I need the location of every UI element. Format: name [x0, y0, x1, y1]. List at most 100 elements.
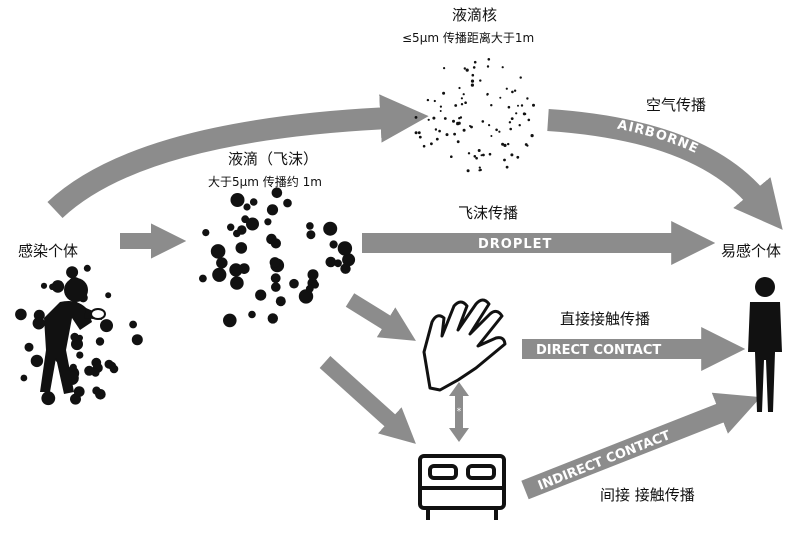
cloud-particle	[32, 317, 45, 330]
cloud-particle	[524, 112, 527, 116]
cloud-particle	[334, 259, 342, 268]
cloud-particle	[433, 99, 436, 103]
cloud-particle	[515, 112, 518, 115]
cloud-particle	[450, 155, 453, 158]
cloud-particle	[20, 374, 28, 382]
cloud-particle	[216, 257, 228, 269]
susceptible-person-icon	[748, 277, 782, 412]
cloud-particle	[480, 154, 483, 157]
cloud-particle	[255, 289, 267, 301]
cloud-particle	[289, 278, 299, 289]
cloud-particle	[453, 132, 456, 136]
cloud-particle	[109, 364, 119, 374]
cloud-particle	[230, 193, 245, 207]
cloud-particle	[495, 128, 498, 132]
cloud-particle	[527, 118, 531, 122]
label-indirect-en: INDIRECT CONTACT	[536, 428, 673, 494]
target-label: 易感个体	[721, 242, 782, 260]
cloud-particle	[438, 129, 441, 133]
cloud-particle	[457, 121, 461, 125]
cloud-particle	[465, 68, 469, 72]
cloud-particle	[235, 242, 248, 254]
cloud-particle	[482, 153, 485, 157]
cloud-particle	[223, 313, 237, 328]
cloud-particle	[30, 354, 44, 368]
cloud-particle	[24, 342, 34, 352]
nuclei-cloud-icon	[414, 58, 535, 173]
cloud-particle	[439, 105, 442, 108]
cloud-particle	[464, 101, 467, 104]
cloud-particle	[51, 280, 65, 293]
cloud-particle	[227, 223, 235, 231]
cloud-particle	[478, 166, 481, 169]
cloud-particle	[463, 67, 466, 70]
cloud-particle	[311, 281, 320, 289]
cloud-particle	[487, 58, 491, 61]
cloud-particle	[76, 351, 84, 359]
cloud-particle	[479, 168, 482, 172]
cloud-particle	[92, 386, 101, 395]
arrow-indirect-contact	[521, 392, 761, 500]
cloud-particle	[41, 391, 56, 406]
droplet-subtitle: 大于5μm 传播约 1m	[208, 175, 322, 189]
arrow-source-to-nuclei	[47, 94, 429, 219]
cloud-particle	[298, 289, 314, 304]
cloud-particle	[210, 244, 226, 259]
cloud-particle	[486, 92, 489, 96]
bed-icon	[418, 454, 506, 520]
cloud-particle	[442, 91, 446, 95]
label-direct-en: DIRECT CONTACT	[536, 343, 661, 358]
cloud-particle	[337, 241, 353, 256]
svg-text:*: *	[457, 407, 462, 417]
cloud-particle	[470, 83, 474, 87]
cloud-particle	[131, 334, 143, 346]
cloud-particle	[243, 203, 251, 211]
cloud-particle	[472, 66, 476, 69]
cloud-particle	[418, 135, 422, 139]
cloud-particle	[202, 229, 210, 237]
cloud-particle	[510, 153, 514, 157]
cloud-particle	[66, 266, 79, 279]
label-direct-cn: 直接接触传播	[560, 310, 651, 328]
cloud-particle	[509, 127, 512, 131]
cloud-particle	[516, 155, 520, 159]
cloud-particle	[473, 155, 477, 158]
cloud-particle	[488, 152, 492, 156]
cloud-particle	[466, 169, 470, 173]
cloud-particle	[513, 89, 517, 92]
cloud-particle	[471, 73, 475, 77]
cloud-particle	[473, 60, 477, 64]
cloud-particle	[435, 137, 439, 141]
cloud-particle	[246, 217, 259, 231]
cloud-particle	[475, 156, 478, 160]
cloud-particle	[452, 119, 455, 123]
cloud-particle	[430, 142, 433, 146]
cloud-particle	[519, 76, 522, 79]
cloud-particle	[481, 120, 485, 123]
arrow-airborne	[547, 109, 783, 230]
cloud-particle	[414, 116, 418, 119]
cloud-particle	[129, 320, 138, 329]
cloud-particle	[501, 142, 505, 146]
cloud-particle	[458, 117, 461, 120]
cloud-particle	[439, 110, 442, 112]
cloud-particle	[479, 79, 482, 82]
cloud-particle	[510, 117, 514, 120]
cloud-particle	[248, 310, 256, 319]
cloud-particle	[462, 128, 466, 132]
cloud-particle	[456, 140, 460, 144]
arrow-droplets-to-hand	[345, 293, 416, 341]
cloud-particle	[95, 337, 105, 346]
cloud-particle	[323, 221, 338, 236]
cloud-particle	[454, 104, 458, 107]
cloud-particle	[342, 253, 356, 267]
cloud-particle	[477, 149, 481, 152]
cloud-particle	[532, 103, 535, 107]
infected-person-icon	[40, 278, 106, 394]
cloud-particle	[83, 264, 91, 272]
cloud-particle	[508, 121, 512, 124]
cloud-particle	[267, 313, 278, 324]
label-droplet-cn: 飞沫传播	[458, 204, 519, 222]
cloud-particle	[249, 198, 258, 206]
cloud-particle	[490, 104, 493, 107]
